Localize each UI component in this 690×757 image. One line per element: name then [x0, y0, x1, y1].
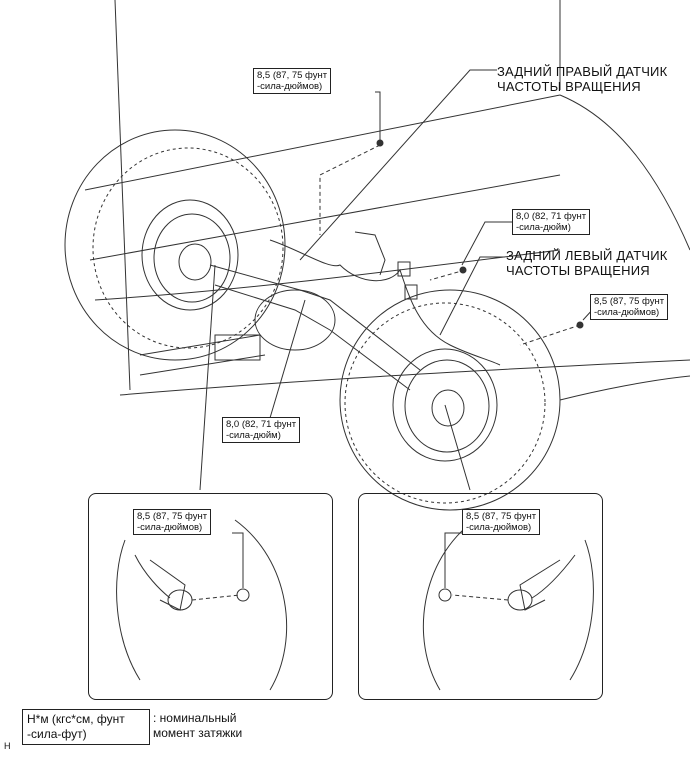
- bolt-leader: [319, 144, 381, 235]
- torque-label-inset-left: 8,5 (87, 75 фунт-сила-дюймов): [133, 509, 212, 535]
- torque-label-top-left: 8,5 (87, 75 фунт-сила-дюймов): [253, 68, 332, 94]
- torque-label-mid-right: 8,0 (82, 71 фунт-сила-дюйм): [512, 209, 591, 235]
- body-outline: [84, 94, 561, 191]
- inset-right-drum: [569, 539, 594, 681]
- body-outline: [119, 359, 690, 396]
- bolt-icon: [376, 139, 384, 147]
- torque-label-far-right: 8,5 (87, 75 фунт-сила-дюймов): [590, 294, 669, 320]
- inset-right-bolt-icon: [438, 588, 452, 602]
- torque-label-inset-right: 8,5 (87, 75 фунт-сила-дюймов): [462, 509, 541, 535]
- right-rear-tire: [64, 129, 286, 361]
- right-hub: [178, 243, 212, 281]
- right-rear-tire: [92, 147, 284, 349]
- inset-panel-left-side: [358, 493, 603, 700]
- inset-right-hub: [519, 559, 561, 611]
- propeller-shaft: [139, 334, 266, 376]
- bolt-icon: [576, 321, 584, 329]
- inset-right-drum: [423, 519, 476, 691]
- left-brake-drum: [392, 348, 498, 462]
- axle-housing: [214, 284, 411, 391]
- legend-unit-box: Н*м (кгс*см, фунт-сила-фут): [22, 709, 150, 745]
- sensor-connector: [404, 284, 418, 300]
- left-brake-drum: [404, 359, 490, 453]
- inset-left-leader: [191, 594, 241, 601]
- axle-housing: [209, 264, 421, 371]
- leader-line: [439, 256, 505, 336]
- inset-left-bolt-icon: [236, 588, 250, 602]
- left-hub: [431, 389, 465, 427]
- propeller-joint: [214, 334, 261, 361]
- body-outline: [559, 0, 690, 251]
- inset-panel-right-side: [88, 493, 333, 700]
- bolt-leader: [519, 324, 581, 346]
- inset-right-label-leader: [444, 532, 462, 588]
- body-outline: [559, 375, 690, 401]
- bolt-leader: [429, 269, 466, 281]
- inset-left-label-leader: [232, 532, 244, 588]
- inset-right-wire: [531, 554, 576, 599]
- leader-line: [461, 221, 512, 266]
- body-outline: [89, 174, 561, 261]
- inset-left-wire: [134, 554, 171, 599]
- leader-line: [199, 264, 216, 491]
- right-brake-drum: [153, 213, 231, 303]
- body-outline: [114, 0, 131, 391]
- leader-line: [269, 299, 306, 419]
- bolt-icon: [459, 266, 467, 274]
- torque-label-center: 8,0 (82, 71 фунт-сила-дюйм): [222, 417, 301, 443]
- inset-right-leader: [451, 594, 509, 601]
- left-rear-tire: [344, 302, 546, 504]
- leader-line: [299, 69, 497, 261]
- left-rear-tire: [339, 289, 561, 511]
- differential: [254, 289, 336, 351]
- inset-left-drum: [234, 519, 287, 691]
- corner-mark: H: [4, 741, 11, 751]
- sensor-wire: [269, 239, 501, 366]
- inset-left-drum: [116, 539, 141, 681]
- sensor-bracket: [354, 231, 386, 276]
- right-brake-drum: [141, 199, 239, 311]
- leader-line: [444, 404, 471, 491]
- sensor-connector: [397, 261, 411, 277]
- leader-line: [375, 91, 381, 140]
- body-outline: [94, 249, 561, 301]
